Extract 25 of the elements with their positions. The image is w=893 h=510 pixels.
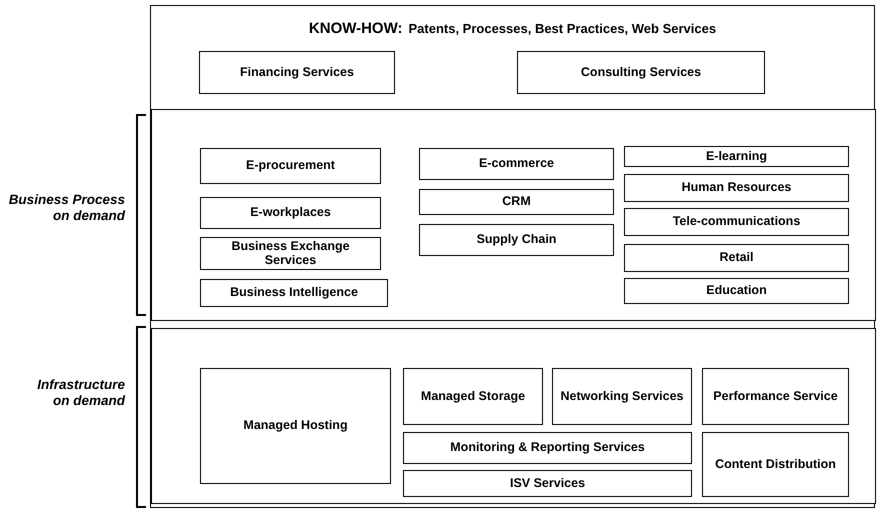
service-box: Tele-communications [624,208,849,236]
service-box: Consulting Services [517,51,765,94]
side-label: Infrastructure on demand [36,377,125,410]
service-box: Performance Service [702,368,849,425]
service-box: ISV Services [403,470,692,497]
service-box: E-procurement [200,148,381,184]
service-box: Networking Services [552,368,692,425]
service-box: Content Distribution [702,432,849,497]
service-box: CRM [419,189,614,215]
service-box: Business Intelligence [200,279,388,307]
service-box: Financing Services [199,51,395,94]
service-box: Supply Chain [419,224,614,256]
service-box: E-commerce [419,148,614,180]
service-box: Monitoring & Reporting Services [403,432,692,464]
service-box: Retail [624,244,849,272]
service-box: Education [624,278,849,304]
service-box: Managed Hosting [200,368,391,484]
service-box: Human Resources [624,174,849,202]
service-box: Business Exchange Services [200,237,381,270]
service-box: Managed Storage [403,368,543,425]
side-label: Business Process on demand [8,192,125,224]
service-box: E-learning [624,146,849,167]
panel-heading: KNOW-HOW: [308,20,402,37]
panel-subheading: Patents, Processes, Best Practices, Web Services [408,21,716,36]
service-box: E-workplaces [200,197,381,229]
